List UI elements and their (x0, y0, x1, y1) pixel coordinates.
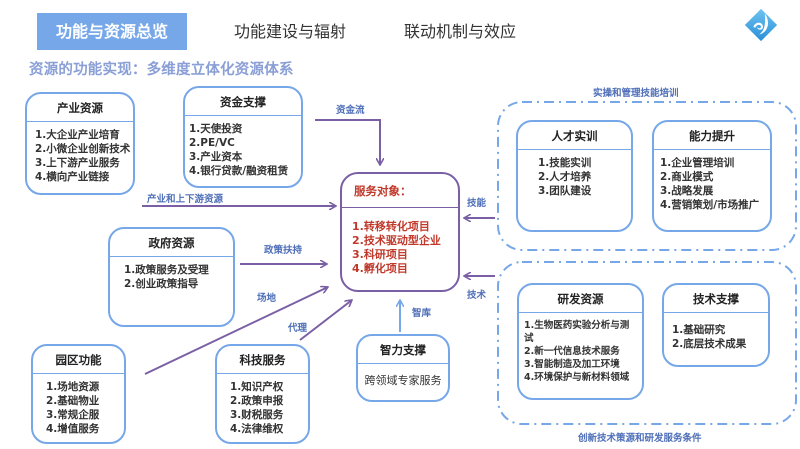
box-list: 1.基础研究 2.底层技术成果 (664, 313, 768, 351)
list-item: 跨领域专家服务 (364, 374, 442, 387)
label-industry-chain: 产业和上下游资源 (147, 194, 224, 205)
list-item: 2.PE/VC (189, 137, 235, 149)
box-list: 1.天使投资 2.PE/VC 3.产业资本 4.银行贷款/融资租赁 (185, 116, 301, 178)
box-title: 政府资源 (110, 229, 233, 257)
list-item: 1.知识产权 (230, 381, 284, 393)
box-industry-resources: 产业资源 1.大企业产业培育 2.小微企业创新技术 3.上下游产业服务 4.横向… (25, 92, 135, 195)
label-venue: 场地 (257, 293, 277, 304)
box-title: 人才实训 (518, 122, 631, 150)
list-item: 2.底层技术成果 (672, 338, 747, 350)
arrow-capital-flow (315, 119, 380, 165)
box-list: 跨领域专家服务 (358, 364, 448, 388)
box-intellectual-support: 智力支撑 跨领域专家服务 (356, 334, 450, 402)
page-subtitle: 资源的功能实现：多维度立体化资源体系 (29, 62, 294, 78)
tab-construction[interactable]: 功能建设与辐射 (233, 22, 346, 41)
box-title: 产业资源 (27, 94, 133, 122)
label-technology: 技术 (467, 290, 487, 301)
list-item: 3.上下游产业服务 (35, 157, 120, 169)
list-item: 2.小微企业创新技术 (35, 143, 131, 155)
list-item: 2.技术驱动型企业 (352, 234, 441, 247)
list-item: 1.生物医药实验分析与测 (524, 320, 630, 331)
wave-diamond-logo-icon (744, 8, 778, 42)
box-title: 园区功能 (33, 346, 124, 374)
arrow-agency (299, 300, 352, 341)
list-item: 2.基础物业 (46, 395, 100, 407)
box-list: 1.大企业产业培育 2.小微企业创新技术 3.上下游产业服务 4.横向产业链接 (27, 122, 133, 184)
box-list: 1.生物医药实验分析与测 试 2.新一代信息技术服务 3.智能制造及加工环境 4… (519, 313, 642, 384)
list-item: 3.常规企服 (46, 409, 100, 421)
list-item: 4.法律维权 (230, 423, 284, 435)
box-list: 1.政策服务及受理 2.创业政策指导 (110, 257, 233, 291)
list-item: 1.基础研究 (672, 324, 726, 336)
tab-overview[interactable]: 功能与资源总览 (37, 13, 187, 50)
list-item: 试 (524, 333, 534, 344)
list-item: 4.孵化项目 (352, 262, 408, 275)
label-agency: 代理 (288, 323, 308, 334)
list-item: 4.营销策划/市场推广 (660, 199, 760, 211)
box-capital-support: 资金支撑 1.天使投资 2.PE/VC 3.产业资本 4.银行贷款/融资租赁 (183, 86, 303, 188)
list-item: 1.政策服务及受理 (124, 264, 209, 276)
list-item: 3.科研项目 (352, 248, 408, 261)
box-list: 1.场地资源 2.基础物业 3.常规企服 4.增值服务 (33, 374, 124, 436)
box-title: 研发资源 (519, 285, 642, 313)
center-title: 服务对象： (342, 174, 458, 208)
list-item: 1.天使投资 (189, 123, 243, 135)
list-item: 3.战略发展 (660, 185, 714, 197)
box-talent-training: 人才实训 1.技能实训 2.人才培养 3.团队建设 (516, 120, 633, 232)
box-tech-services: 科技服务 1.知识产权 2.政策申报 3.财税服务 4.法律维权 (215, 344, 310, 444)
list-item: 4.银行贷款/融资租赁 (189, 165, 289, 177)
list-item: 1.场地资源 (46, 381, 100, 393)
box-list: 1.企业管理培训 2.商业模式 3.战略发展 4.营销策划/市场推广 (654, 150, 770, 212)
list-item: 1.技能实训 (538, 157, 592, 169)
label-policy: 政策扶持 (264, 245, 303, 256)
list-item: 1.转移转化项目 (352, 220, 430, 233)
list-item: 1.企业管理培训 (660, 157, 735, 169)
center-list: 1.转移转化项目 2.技术驱动型企业 3.科研项目 4.孵化项目 (342, 208, 458, 276)
list-item: 4.横向产业链接 (35, 171, 110, 183)
label-think-tank: 智库 (412, 308, 432, 319)
list-item: 4.增值服务 (46, 423, 100, 435)
list-item: 3.团队建设 (538, 185, 592, 197)
list-item: 3.智能制造及加工环境 (524, 359, 620, 370)
list-item: 4.环境保护与新材料领域 (524, 372, 630, 383)
box-park-functions: 园区功能 1.场地资源 2.基础物业 3.常规企服 4.增值服务 (31, 344, 126, 444)
list-item: 3.财税服务 (230, 409, 284, 421)
box-service-targets: 服务对象： 1.转移转化项目 2.技术驱动型企业 3.科研项目 4.孵化项目 (340, 172, 460, 292)
box-tech-support: 技术支撑 1.基础研究 2.底层技术成果 (662, 283, 770, 367)
box-rnd-resources: 研发资源 1.生物医药实验分析与测 试 2.新一代信息技术服务 3.智能制造及加… (517, 283, 644, 400)
box-government-resources: 政府资源 1.政策服务及受理 2.创业政策指导 (108, 227, 235, 327)
list-item: 2.政策申报 (230, 395, 284, 407)
list-item: 2.创业政策指导 (124, 278, 199, 290)
tab-linkage[interactable]: 联动机制与效应 (403, 22, 516, 41)
box-list: 1.知识产权 2.政策申报 3.财税服务 4.法律维权 (217, 374, 308, 436)
box-list: 1.技能实训 2.人才培养 3.团队建设 (518, 150, 631, 198)
box-title: 能力提升 (654, 122, 770, 150)
list-item: 1.大企业产业培育 (35, 129, 120, 141)
list-item: 3.产业资本 (189, 151, 243, 163)
label-capital-flow: 资金流 (336, 105, 365, 116)
list-item: 2.商业模式 (660, 171, 714, 183)
group-label-training: 实操和管理技能培训 (593, 88, 679, 99)
box-title: 智力支撑 (358, 336, 448, 364)
box-title: 技术支撑 (664, 285, 768, 313)
group-label-innovation: 创新技术策源和研发服务条件 (578, 433, 702, 444)
box-title: 科技服务 (217, 346, 308, 374)
list-item: 2.新一代信息技术服务 (524, 346, 620, 357)
box-title: 资金支撑 (185, 88, 301, 116)
list-item: 2.人才培养 (538, 171, 592, 183)
label-skills: 技能 (467, 198, 487, 209)
box-ability-improvement: 能力提升 1.企业管理培训 2.商业模式 3.战略发展 4.营销策划/市场推广 (652, 120, 772, 232)
